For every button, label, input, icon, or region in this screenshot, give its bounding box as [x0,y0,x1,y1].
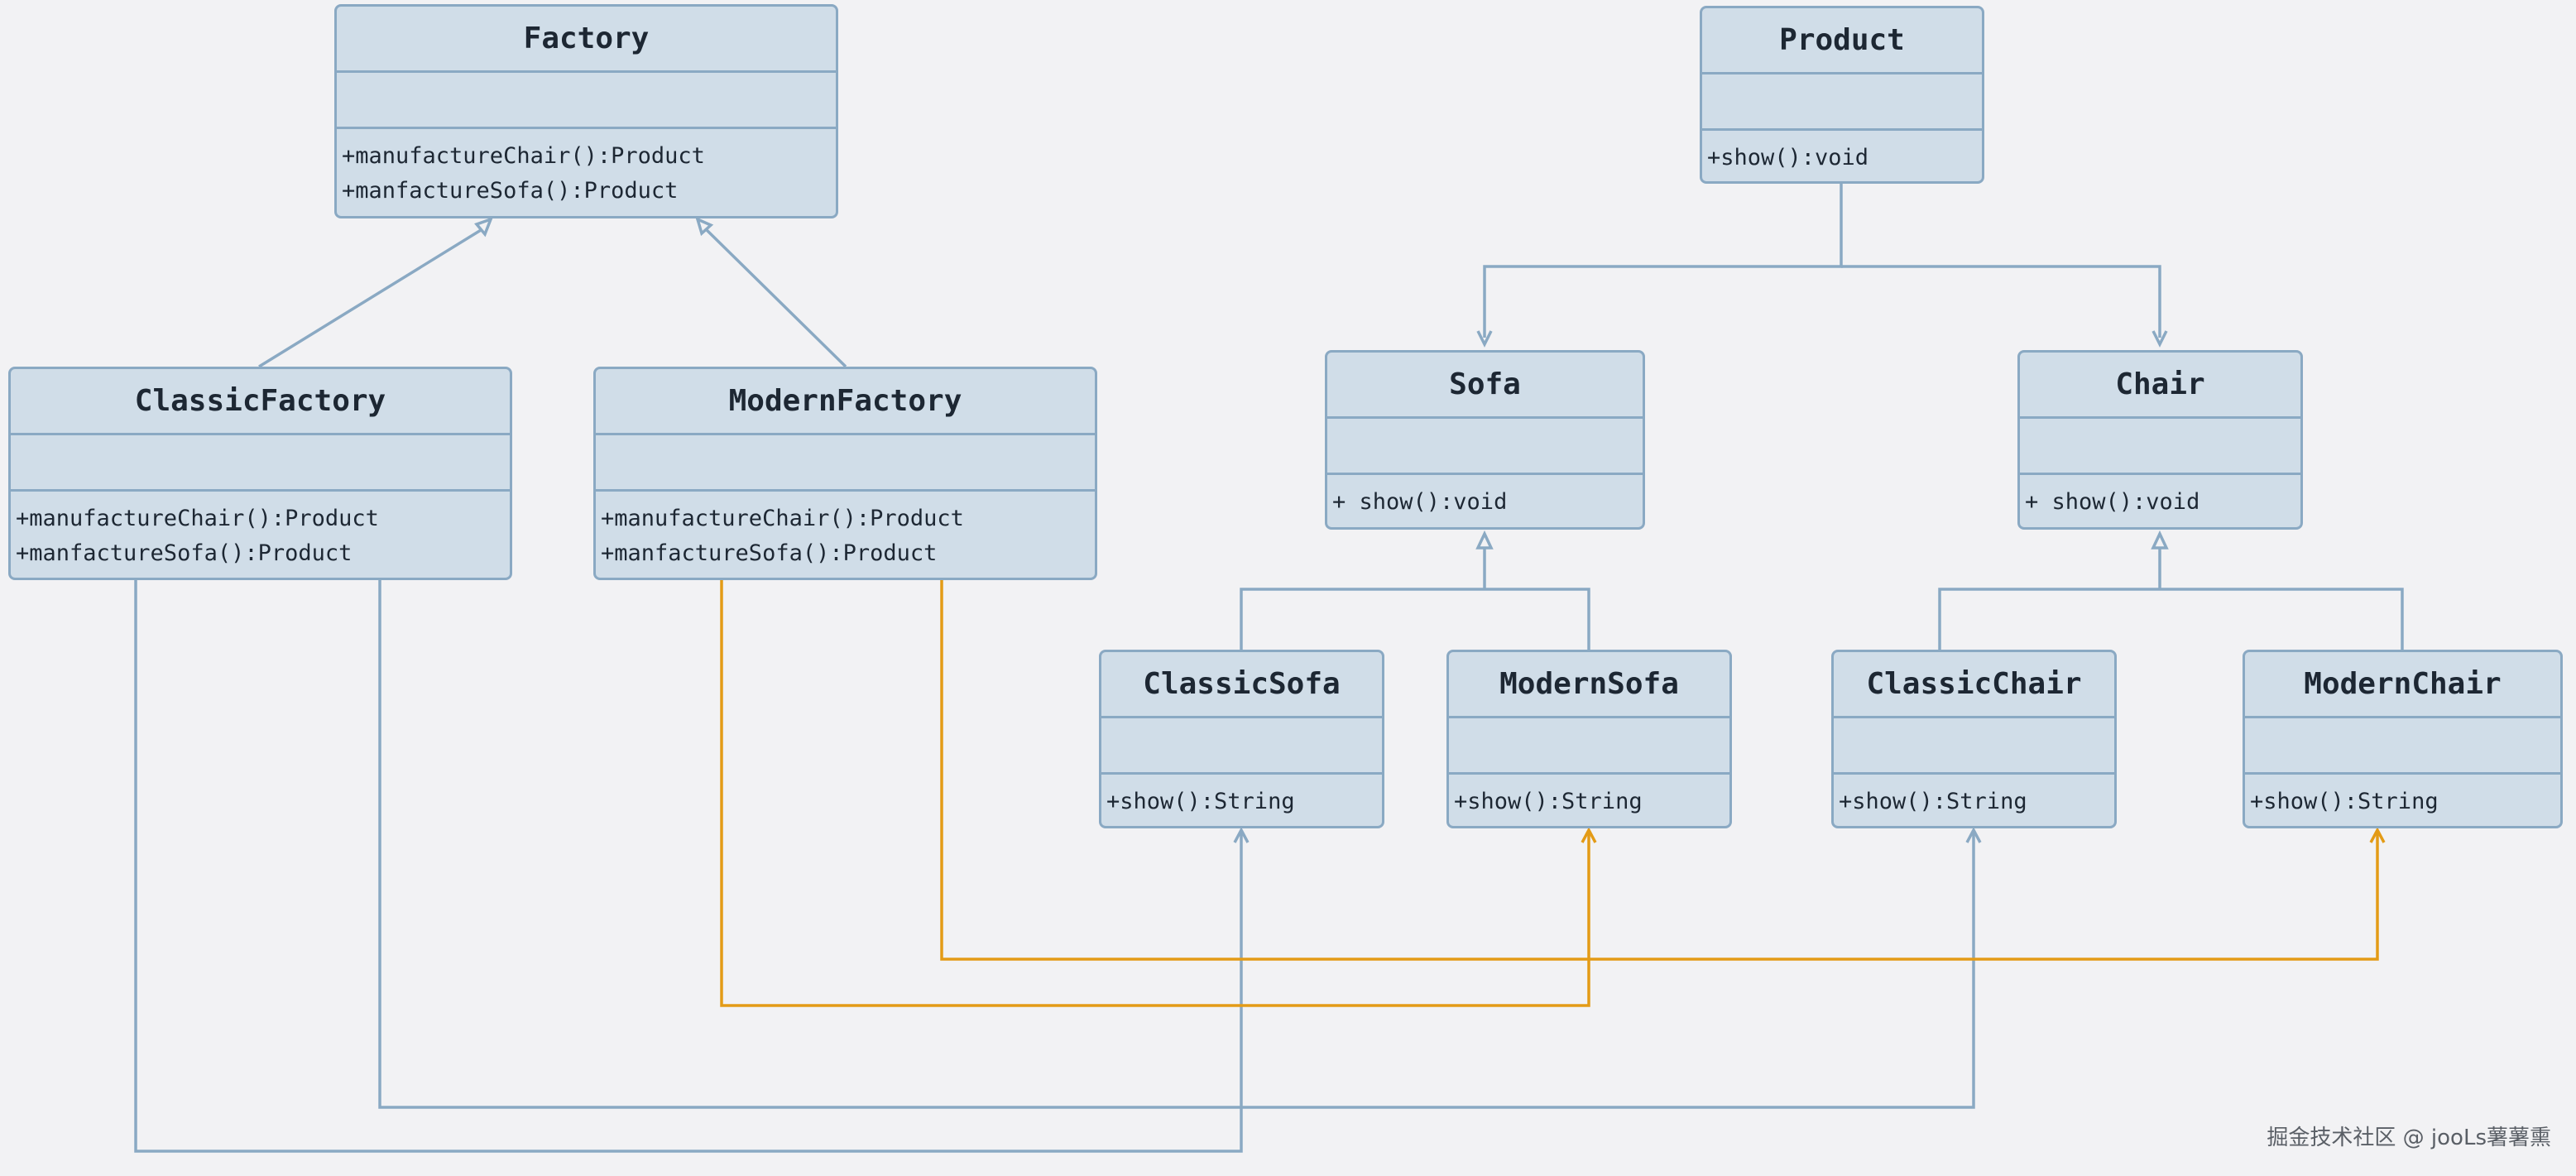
class-sofa[interactable]: Sofa + show():void [1325,350,1645,530]
class-name: ModernFactory [596,369,1095,435]
operation: +show():String [1839,789,2027,814]
attributes-compartment [1327,419,1643,475]
operations-compartment: +show():String [1834,775,2114,819]
operations-compartment: +show():String [1101,775,1382,819]
edge-modernfactory-factory [703,226,847,368]
operations-compartment: +manufactureChair():Product +manfactureS… [596,492,1095,571]
attributes-compartment [1702,74,1982,131]
class-name: ClassicFactory [11,369,510,435]
class-name: Sofa [1327,353,1643,419]
attributes-compartment [1834,718,2114,775]
edge-modernfactory-modernsofa [720,579,1590,1007]
watermark: 掘金技术社区 @ jooLs薯薯熏 [2267,1126,2551,1150]
class-classicsofa[interactable]: ClassicSofa +show():String [1099,650,1384,828]
operations-compartment: +manufactureChair():Product +manfactureS… [11,492,510,571]
attributes-compartment [11,435,510,492]
generalization-arrowhead [695,216,714,237]
arrowhead-classicsofa [1233,827,1250,843]
arrowhead-sofa [1476,330,1493,348]
operations-compartment: + show():void [1327,475,1643,520]
generalization-arrowhead [1475,530,1494,550]
operation: +manfactureSofa():Product [601,540,938,566]
class-name: ClassicChair [1834,652,2114,718]
generalization-arrowhead [474,217,494,238]
generalization-arrowhead [2151,530,2169,550]
operation: +show():void [1707,145,1869,170]
class-name: Product [1702,8,1982,74]
class-modernsofa[interactable]: ModernSofa +show():String [1446,650,1732,828]
edge-product-chair [1841,265,2161,338]
operation: +show():String [1454,789,1643,814]
edge-classicfactory-classicchair [378,579,1975,1109]
operation: +manufactureChair():Product [342,143,705,169]
operation: +manfactureSofa():Product [16,540,353,566]
class-product[interactable]: Product +show():void [1700,6,1984,184]
operations-compartment: + show():void [2020,475,2300,520]
edge-classicfactory-classicsofa [134,579,1243,1153]
operation: + show():void [2025,489,2200,515]
class-factory[interactable]: Factory +manufactureChair():Product +man… [334,4,838,218]
attributes-compartment [337,73,836,129]
operation: +show():String [2250,789,2439,814]
class-name: ModernChair [2245,652,2560,718]
arrowhead-modernsofa [1581,827,1597,843]
arrowhead-chair [2151,330,2168,348]
class-modernfactory[interactable]: ModernFactory +manufactureChair():Produc… [593,367,1097,580]
class-name: ClassicSofa [1101,652,1382,718]
arrowhead-modernchair [2369,827,2386,843]
edge-modernfactory-modernchair [940,579,2379,961]
attributes-compartment [596,435,1095,492]
class-name: Factory [337,7,836,73]
edge-classicfactory-factory [258,226,486,368]
class-name: ModernSofa [1449,652,1729,718]
operations-compartment: +manufactureChair():Product +manfactureS… [337,129,836,209]
operation: + show():void [1332,489,1508,515]
edge-product-sofa [1483,184,1843,338]
operation: +manufactureChair():Product [601,506,964,531]
class-modernchair[interactable]: ModernChair +show():String [2243,650,2563,828]
attributes-compartment [1449,718,1729,775]
class-name: Chair [2020,353,2300,419]
edge-classicchair-chair [1938,588,2404,650]
operations-compartment: +show():String [1449,775,1729,819]
operation: +manufactureChair():Product [16,506,379,531]
class-chair[interactable]: Chair + show():void [2017,350,2303,530]
class-classicchair[interactable]: ClassicChair +show():String [1831,650,2117,828]
class-classicfactory[interactable]: ClassicFactory +manufactureChair():Produ… [8,367,512,580]
arrowhead-classicchair [1965,827,1982,843]
attributes-compartment [2245,718,2560,775]
attributes-compartment [1101,718,1382,775]
operation: +show():String [1106,789,1295,814]
edge-classicsofa-sofa [1240,588,1590,650]
attributes-compartment [2020,419,2300,475]
operation: +manfactureSofa():Product [342,178,679,204]
operations-compartment: +show():String [2245,775,2560,819]
operations-compartment: +show():void [1702,131,1982,175]
